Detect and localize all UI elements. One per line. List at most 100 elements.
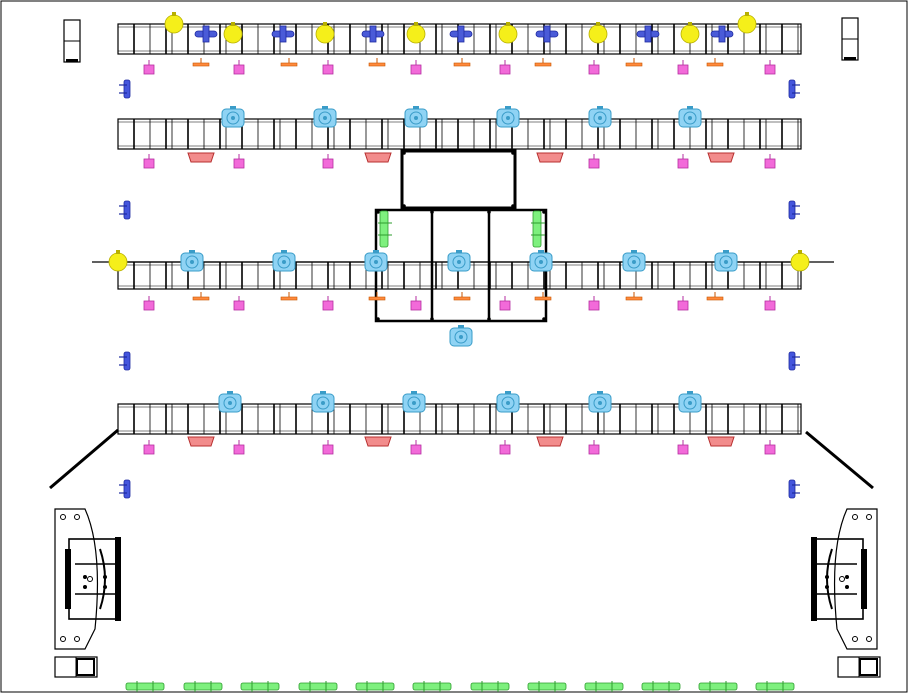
- floor-led-body: [355, 682, 395, 691]
- strip-bar: [192, 296, 210, 301]
- strip-bar: [625, 62, 643, 67]
- flood-body: [536, 152, 564, 163]
- road-case-icon: [54, 656, 98, 678]
- flood-light-icon: [536, 436, 564, 447]
- speaker-stack-icon: [811, 508, 878, 650]
- dimmer-box: [322, 444, 334, 455]
- wash-lens: [316, 396, 330, 410]
- speaker-rivet: [825, 585, 829, 589]
- strip-bar: [280, 296, 298, 301]
- spot-yoke: [798, 250, 802, 254]
- dimmer-box: [233, 444, 245, 455]
- led-wash-icon: [402, 391, 426, 413]
- dimmer-pack-icon: [143, 154, 155, 169]
- case-base: [66, 59, 78, 62]
- dimmer-box: [410, 300, 422, 311]
- dimmer-box: [764, 300, 776, 311]
- dimmer-box: [143, 158, 155, 169]
- wash-lens-core: [457, 260, 461, 264]
- spot-body: [737, 14, 757, 34]
- dimmer-pack-icon: [499, 440, 511, 455]
- flood-light-icon: [364, 152, 392, 163]
- side-mount-light-icon: [119, 200, 131, 220]
- flood-body: [364, 152, 392, 163]
- dimmer-pack-icon: [677, 60, 689, 75]
- speaker-bolt: [866, 514, 872, 520]
- dimmer-box: [233, 158, 245, 169]
- led-wash-icon: [313, 106, 337, 128]
- led-wash-icon: [678, 391, 702, 413]
- side-light-body: [788, 351, 796, 371]
- floor-led-body: [412, 682, 452, 691]
- wash-lens-core: [459, 335, 463, 339]
- wash-lens: [683, 396, 697, 410]
- led-wash-icon: [529, 250, 553, 272]
- flood-body: [707, 152, 735, 163]
- wash-clamp: [458, 325, 464, 328]
- vertical-led-body: [379, 210, 389, 248]
- wash-clamp: [281, 250, 287, 253]
- spot-body: [406, 24, 426, 44]
- wash-lens-core: [414, 116, 418, 120]
- speaker-rivet: [83, 575, 87, 579]
- speaker-bolt: [852, 636, 858, 642]
- strip-bar: [625, 296, 643, 301]
- dimmer-pack-icon: [322, 296, 334, 311]
- dimmer-box: [322, 64, 334, 75]
- strip-bar: [706, 296, 724, 301]
- angled-pipe-right: [805, 430, 874, 490]
- floor-led-bar-icon: [412, 681, 452, 692]
- speaker-side: [811, 537, 817, 621]
- wash-clamp: [631, 250, 637, 253]
- strip-bar: [453, 296, 471, 301]
- wash-clamp: [687, 106, 693, 109]
- wash-lens: [593, 111, 607, 125]
- wash-lens-core: [688, 116, 692, 120]
- riser-leg: [487, 210, 491, 214]
- wash-lens-core: [412, 401, 416, 405]
- dimmer-pack-icon: [233, 440, 245, 455]
- wash-clamp: [723, 250, 729, 253]
- speaker-rivet: [845, 585, 849, 589]
- flood-body: [187, 436, 215, 447]
- side-mount-light-icon: [788, 200, 800, 220]
- dimmer-pack-icon: [764, 60, 776, 75]
- speaker-stack-icon: [54, 508, 121, 650]
- speaker-bolt: [60, 514, 66, 520]
- speaker-bolt: [839, 576, 845, 582]
- floor-led-body: [698, 682, 738, 691]
- led-wash-icon: [622, 250, 646, 272]
- led-wash-icon: [218, 391, 242, 413]
- wash-clamp: [320, 391, 326, 394]
- led-wash-icon: [272, 250, 296, 272]
- floor-led-body: [641, 682, 681, 691]
- dimmer-pack-icon: [677, 440, 689, 455]
- wash-clamp: [687, 391, 693, 394]
- dimmer-box: [588, 300, 600, 311]
- speaker-bolt: [852, 514, 858, 520]
- floor-led-bar-icon: [378, 210, 392, 248]
- dimmer-pack-icon: [143, 440, 155, 455]
- spot-yoke: [116, 250, 120, 254]
- angled-pipe-left: [49, 428, 119, 490]
- dimmer-box: [677, 444, 689, 455]
- speaker-curve: [99, 548, 106, 610]
- side-mount-light-icon: [119, 351, 131, 371]
- moving-head-icon: [194, 25, 218, 43]
- led-wash-icon: [496, 106, 520, 128]
- dimmer-pack-icon: [677, 296, 689, 311]
- dimmer-box: [410, 444, 422, 455]
- floor-led-bar-icon: [125, 681, 165, 692]
- dimmer-pack-icon: [764, 154, 776, 169]
- wash-clamp: [505, 106, 511, 109]
- led-wash-icon: [404, 106, 428, 128]
- strip-light-icon: [706, 58, 724, 67]
- wash-lens-core: [282, 260, 286, 264]
- wash-lens-core: [228, 401, 232, 405]
- floor-led-body: [527, 682, 567, 691]
- side-light-body: [788, 200, 796, 220]
- spot-yoke: [172, 12, 176, 16]
- wash-lens-core: [598, 401, 602, 405]
- floor-led-bar-icon: [531, 210, 545, 248]
